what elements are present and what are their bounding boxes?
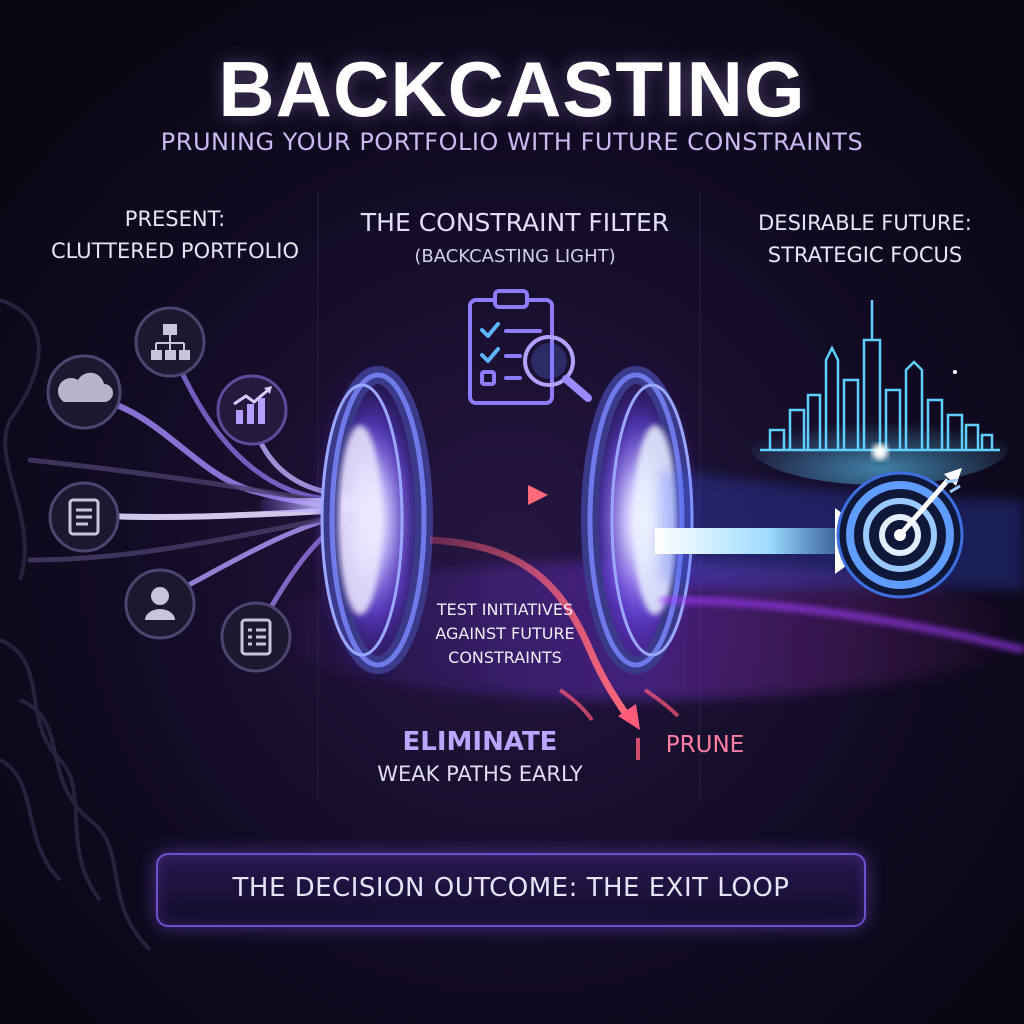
future-heading: DESIRABLE FUTURE: STRATEGIC FOCUS bbox=[700, 207, 1024, 271]
future-caption: STRATEGIC FOCUS bbox=[767, 243, 963, 267]
page-subtitle: PRUNING YOUR PORTFOLIO WITH FUTURE CONST… bbox=[160, 128, 864, 156]
test-label: TEST INITIATIVES AGAINST FUTURE CONSTRAI… bbox=[400, 598, 610, 670]
test-line-2: AGAINST FUTURE bbox=[435, 624, 575, 643]
background-swirl bbox=[0, 298, 152, 952]
clipboard-magnifier-icon bbox=[468, 289, 592, 405]
prune-arrows bbox=[429, 536, 680, 760]
cloud-icon bbox=[46, 354, 122, 430]
pass-arrow bbox=[430, 485, 548, 505]
eliminate-title: ELIMINATE bbox=[402, 727, 558, 757]
document-icon bbox=[48, 481, 120, 553]
growth-chart-icon bbox=[216, 374, 288, 446]
test-line-1: TEST INITIATIVES bbox=[436, 600, 574, 619]
org-chart-icon bbox=[134, 306, 206, 378]
page-title: BACKCASTING bbox=[218, 45, 806, 133]
user-icon bbox=[124, 568, 196, 640]
filter-subtitle: (BACKCASTING LIGHT) bbox=[414, 246, 616, 267]
present-heading: PRESENT: CLUTTERED PORTFOLIO bbox=[30, 203, 320, 267]
checklist-icon bbox=[220, 601, 292, 673]
present-caption: CLUTTERED PORTFOLIO bbox=[50, 239, 300, 263]
target-icon bbox=[836, 468, 964, 599]
eliminate-subtitle: WEAK PATHS EARLY bbox=[377, 762, 583, 786]
filter-title: THE CONSTRAINT FILTER bbox=[360, 208, 670, 237]
test-line-3: CONSTRAINTS bbox=[448, 648, 562, 667]
city-skyline-icon bbox=[750, 300, 1010, 485]
outcome-box bbox=[156, 853, 866, 927]
present-label: PRESENT: bbox=[124, 207, 226, 231]
constraint-ring-left bbox=[312, 360, 433, 680]
outcome-label: THE DECISION OUTCOME: THE EXIT LOOP bbox=[232, 873, 790, 903]
future-label: DESIRABLE FUTURE: bbox=[758, 211, 972, 235]
prune-label: PRUNE bbox=[665, 732, 745, 758]
